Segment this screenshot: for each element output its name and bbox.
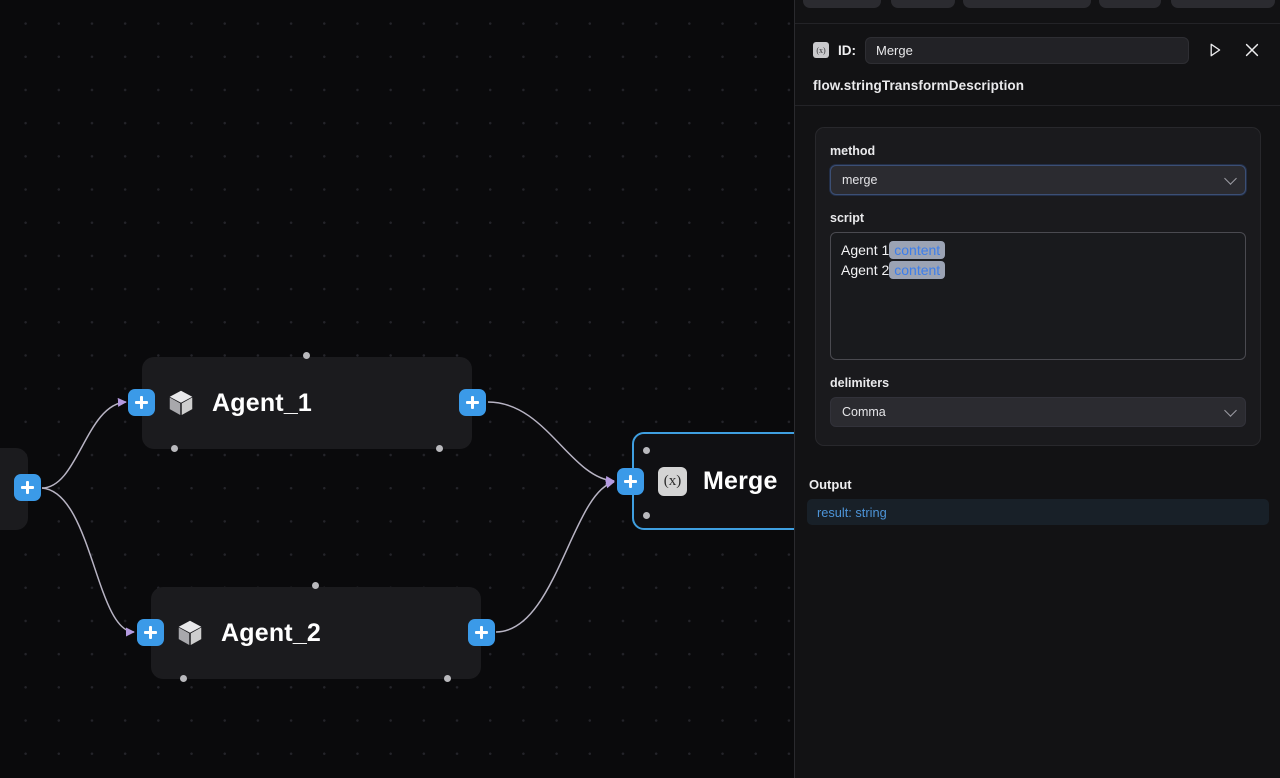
node-merge-title: Merge xyxy=(703,466,778,495)
fx-icon: (x) xyxy=(813,42,829,58)
resize-dot-agent-2-top[interactable] xyxy=(312,582,319,589)
toolbar-button-3[interactable] xyxy=(963,0,1091,8)
script-editor[interactable]: Agent 1 content Agent 2 content xyxy=(830,232,1246,360)
output-handle-agent-2[interactable] xyxy=(468,619,495,646)
script-label: script xyxy=(830,211,865,225)
toolbar-button-2[interactable] xyxy=(891,0,955,8)
resize-dot-agent-1-bottom-right[interactable] xyxy=(436,445,443,452)
delimiters-select[interactable]: Comma xyxy=(830,397,1246,427)
node-config-form: method merge script Agent 1 content Agen… xyxy=(815,127,1261,446)
node-properties-panel: (x) ID: flow.stringTransformDescription xyxy=(794,0,1280,778)
edge-agent2-merge xyxy=(495,479,615,633)
flow-canvas[interactable]: Agent_1 Agent_2 (x) xyxy=(0,0,794,778)
node-agent-2[interactable]: Agent_2 xyxy=(151,587,481,679)
close-icon xyxy=(1245,43,1259,57)
script-line: Agent 2 content xyxy=(841,260,1235,280)
node-agent-1-title: Agent_1 xyxy=(212,388,313,417)
chevron-down-icon xyxy=(1224,172,1237,185)
node-id-row: (x) ID: xyxy=(813,35,1263,65)
method-label: method xyxy=(830,144,876,158)
top-toolbar xyxy=(795,0,1280,24)
script-variable-chip[interactable]: content xyxy=(889,241,946,259)
edge-agent1-merge xyxy=(487,401,615,485)
resize-dot-agent-2-bottom-right[interactable] xyxy=(444,675,451,682)
resize-dot-agent-1-bottom-left[interactable] xyxy=(171,445,178,452)
resize-dot-merge-top[interactable] xyxy=(643,447,650,454)
input-handle-merge[interactable] xyxy=(617,468,644,495)
script-line-text: Agent 1 xyxy=(841,242,890,258)
script-line: Agent 1 content xyxy=(841,240,1235,260)
output-handle-agent-1[interactable] xyxy=(459,389,486,416)
resize-dot-merge-bottom[interactable] xyxy=(643,512,650,519)
toolbar-button-5[interactable] xyxy=(1171,0,1275,8)
script-variable-chip[interactable]: content xyxy=(889,261,946,279)
method-select-value: merge xyxy=(842,173,878,187)
node-merge-content: (x) Merge xyxy=(634,466,778,496)
resize-dot-agent-1-top[interactable] xyxy=(303,352,310,359)
cube-icon xyxy=(178,620,202,645)
script-line-text: Agent 2 xyxy=(841,262,890,278)
fx-icon: (x) xyxy=(658,466,687,496)
add-node-handle-root[interactable] xyxy=(14,474,41,501)
run-button[interactable] xyxy=(1204,39,1226,61)
close-panel-button[interactable] xyxy=(1241,39,1263,61)
resize-dot-agent-2-bottom-left[interactable] xyxy=(180,675,187,682)
play-icon xyxy=(1210,43,1221,57)
panel-subtitle: flow.stringTransformDescription xyxy=(813,78,1025,93)
input-handle-agent-1[interactable] xyxy=(128,389,155,416)
chevron-down-icon xyxy=(1224,404,1237,417)
panel-divider xyxy=(795,105,1280,106)
edge-root-agent2 xyxy=(41,487,135,637)
cube-icon xyxy=(169,390,193,415)
node-id-input[interactable] xyxy=(865,36,1189,64)
node-agent-1-content: Agent_1 xyxy=(142,388,312,418)
panel-header: (x) ID: flow.stringTransformDescription xyxy=(795,24,1280,93)
toolbar-button-1[interactable] xyxy=(803,0,881,8)
delimiters-label: delimiters xyxy=(830,376,890,390)
input-handle-agent-2[interactable] xyxy=(137,619,164,646)
output-title: Output xyxy=(809,477,852,492)
toolbar-button-4[interactable] xyxy=(1099,0,1161,8)
node-agent-1[interactable]: Agent_1 xyxy=(142,357,472,449)
node-merge[interactable]: (x) Merge xyxy=(632,432,794,530)
output-value: result: string xyxy=(817,504,887,520)
node-agent-2-content: Agent_2 xyxy=(151,618,321,648)
output-value-box[interactable]: result: string xyxy=(807,499,1269,525)
output-section: Output result: string xyxy=(807,477,1269,525)
node-id-label: ID: xyxy=(838,42,856,58)
delimiters-select-value: Comma xyxy=(842,405,886,419)
node-agent-2-title: Agent_2 xyxy=(221,618,322,647)
edge-root-agent1 xyxy=(41,397,127,489)
method-select[interactable]: merge xyxy=(830,165,1246,195)
